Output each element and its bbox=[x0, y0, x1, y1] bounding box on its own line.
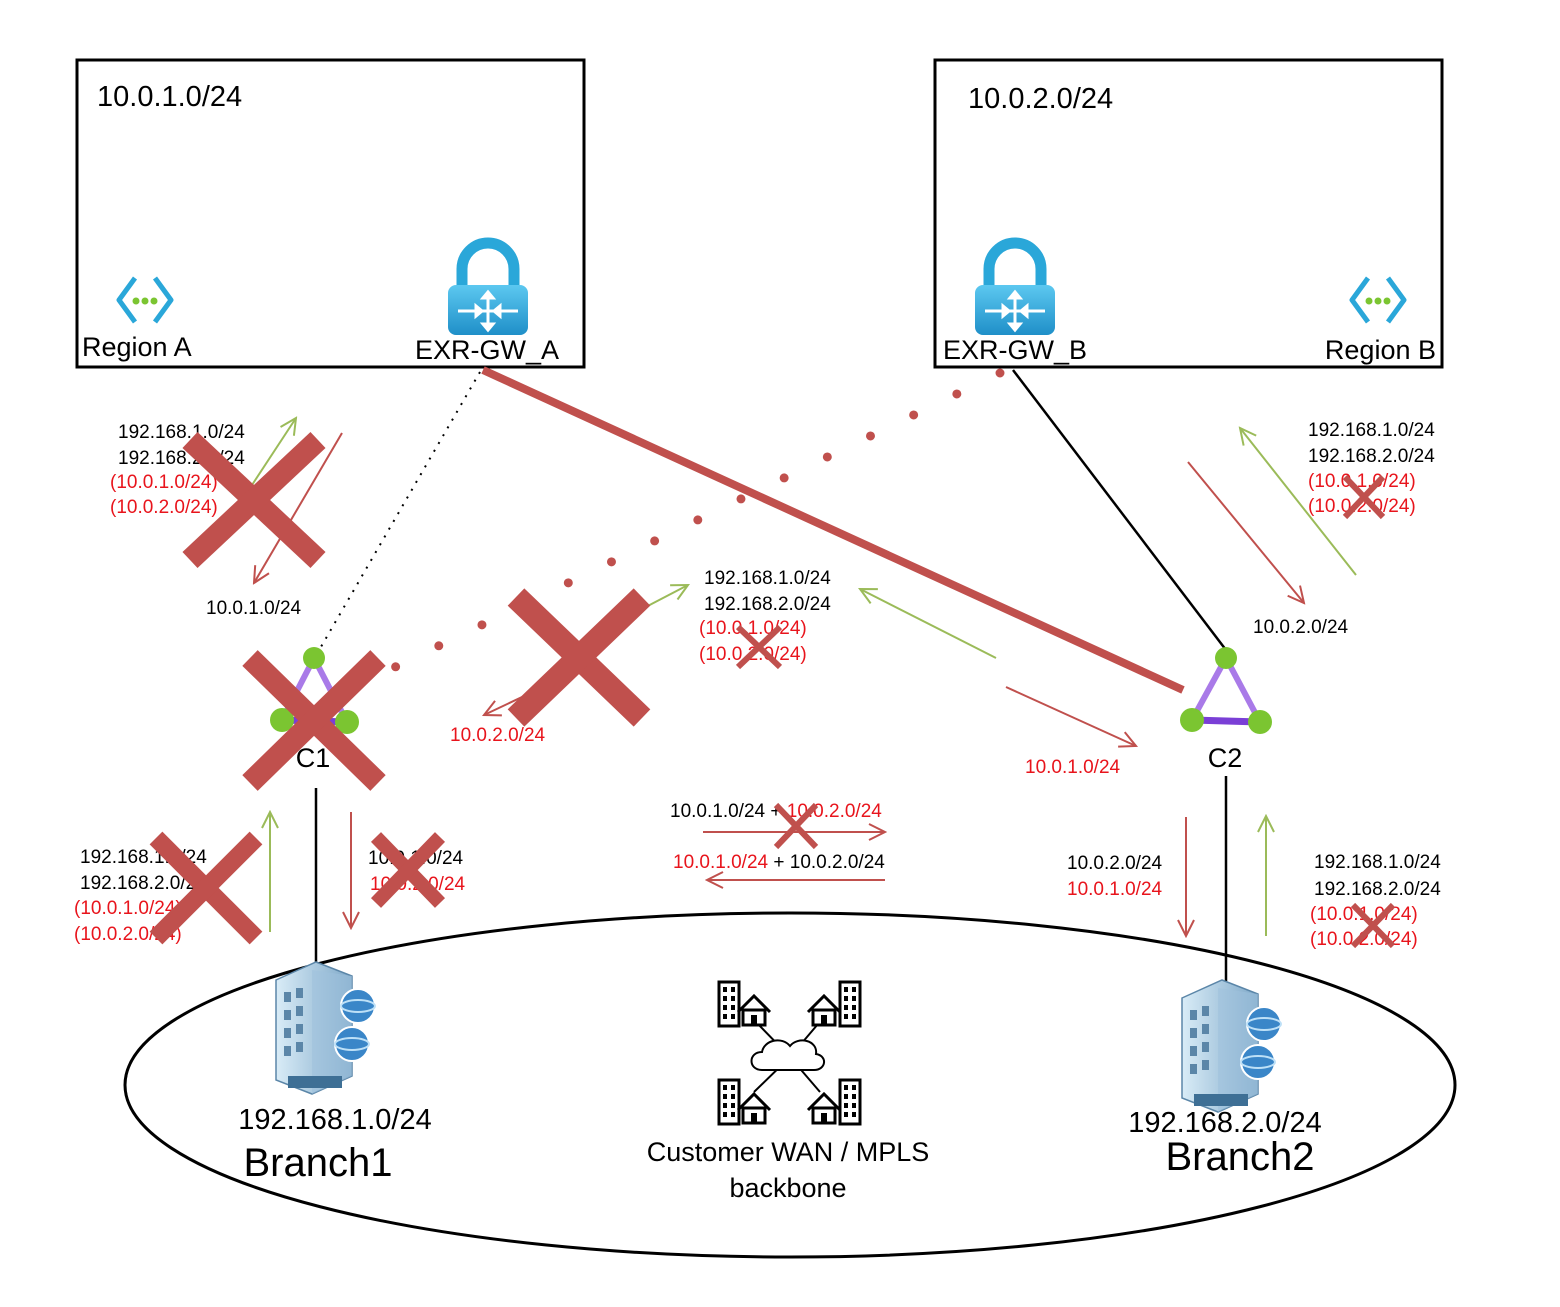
gw-b-to-c1-dotted-link bbox=[347, 368, 1005, 693]
branch1: 192.168.1.0/24 Branch1 bbox=[238, 961, 432, 1185]
branch2: 192.168.2.0/24 Branch2 bbox=[1128, 979, 1322, 1179]
large-x-icon bbox=[182, 431, 326, 569]
advertise-up-arrow bbox=[249, 418, 296, 489]
gw-b-c2-advertisements: 192.168.1.0/24 192.168.2.0/24 (10.0.1.0/… bbox=[1187, 420, 1435, 638]
wan-cloud-icon bbox=[717, 980, 862, 1126]
route-label: 10.0.2.0/24 bbox=[450, 725, 546, 746]
route-label: 10.0.2.0/24 bbox=[1067, 853, 1163, 874]
advertise-down-arrow bbox=[1005, 686, 1136, 746]
wan-advertisements: 10.0.1.0/24 + 10.0.2.0/24 10.0.1.0/24 + … bbox=[670, 801, 885, 880]
route-label: (10.0.2.0/24) bbox=[110, 497, 218, 518]
small-x-icon bbox=[1342, 474, 1386, 520]
branch1-subnet: 192.168.1.0/24 bbox=[238, 1104, 432, 1136]
server-icon bbox=[1181, 979, 1282, 1113]
route-label: 10.0.2.0/24 bbox=[1253, 617, 1349, 638]
route-label: (10.0.1.0/24) bbox=[1308, 471, 1416, 492]
region-a-label: Region A bbox=[82, 332, 192, 362]
advertise-up-arrow bbox=[860, 589, 997, 659]
region-b-subnet: 10.0.2.0/24 bbox=[968, 83, 1113, 115]
route-label: 10.0.1.0/24 bbox=[1025, 757, 1121, 778]
small-x-icon bbox=[735, 624, 783, 670]
route-label: 192.168.2.0/24 bbox=[80, 873, 207, 894]
route-label: 192.168.2.0/24 bbox=[1308, 446, 1435, 467]
small-x-icon bbox=[1350, 902, 1396, 949]
route-label: (10.0.1.0/24) bbox=[699, 618, 807, 639]
c2-branch2-advertisements: 10.0.2.0/24 10.0.1.0/24 192.168.1.0/24 1… bbox=[1067, 816, 1441, 950]
gw-b-to-c2-link bbox=[1012, 369, 1227, 651]
gw-a-to-c1-dotted-link bbox=[317, 371, 481, 653]
blocked-x-marks bbox=[149, 431, 1396, 949]
circuit-c2: C2 bbox=[1180, 647, 1272, 773]
small-x-icon bbox=[773, 802, 819, 850]
route-label: (10.0.2.0/24) bbox=[1308, 496, 1416, 517]
branch2-subnet: 192.168.2.0/24 bbox=[1128, 1107, 1322, 1139]
customer-wan-ellipse bbox=[123, 911, 1457, 1259]
branch2-label: Branch2 bbox=[1166, 1135, 1315, 1179]
route-label: 10.0.1.0/24 + 10.0.2.0/24 bbox=[670, 801, 882, 822]
route-label: (10.0.1.0/24) bbox=[74, 898, 182, 919]
gateway-b-label: EXR-GW_B bbox=[943, 335, 1087, 365]
route-label: 192.168.2.0/24 bbox=[704, 594, 831, 615]
gw-a-to-c2-link bbox=[481, 366, 1185, 694]
region-a-subnet: 10.0.1.0/24 bbox=[97, 81, 242, 113]
large-x-icon bbox=[242, 650, 386, 791]
branch1-label: Branch1 bbox=[244, 1141, 393, 1185]
wan-label-line2: backbone bbox=[729, 1173, 846, 1203]
large-x-icon bbox=[370, 832, 446, 908]
wan-label-line1: Customer WAN / MPLS bbox=[647, 1137, 930, 1167]
circuit-c2-label: C2 bbox=[1208, 743, 1243, 773]
route-label: 10.0.1.0/24 bbox=[1067, 879, 1163, 900]
advertise-down-arrow bbox=[1187, 461, 1304, 603]
route-label: 192.168.1.0/24 bbox=[1308, 420, 1435, 441]
route-label: 10.0.1.0/24 bbox=[206, 598, 302, 619]
route-label: (10.0.1.0/24) bbox=[110, 472, 218, 493]
large-x-icon bbox=[149, 831, 263, 945]
region-b-box: 10.0.2.0/24 EXR-GW_B Region B bbox=[933, 58, 1444, 369]
route-label: 192.168.2.0/24 bbox=[1314, 879, 1441, 900]
large-x-icon bbox=[507, 588, 651, 727]
route-label: 10.0.1.0/24 + 10.0.2.0/24 bbox=[673, 852, 885, 873]
route-label: 192.168.1.0/24 bbox=[704, 568, 831, 589]
region-b-label: Region B bbox=[1325, 335, 1436, 365]
route-label: 192.168.1.0/24 bbox=[118, 422, 245, 443]
gateway-a-label: EXR-GW_A bbox=[415, 335, 559, 365]
region-a-box: 10.0.1.0/24 Region A EXR-GW_A bbox=[75, 58, 586, 369]
advertise-down-arrow bbox=[254, 432, 343, 583]
advertise-up-arrow bbox=[1240, 428, 1357, 576]
server-icon bbox=[275, 961, 376, 1095]
route-label: 192.168.1.0/24 bbox=[1314, 852, 1441, 873]
